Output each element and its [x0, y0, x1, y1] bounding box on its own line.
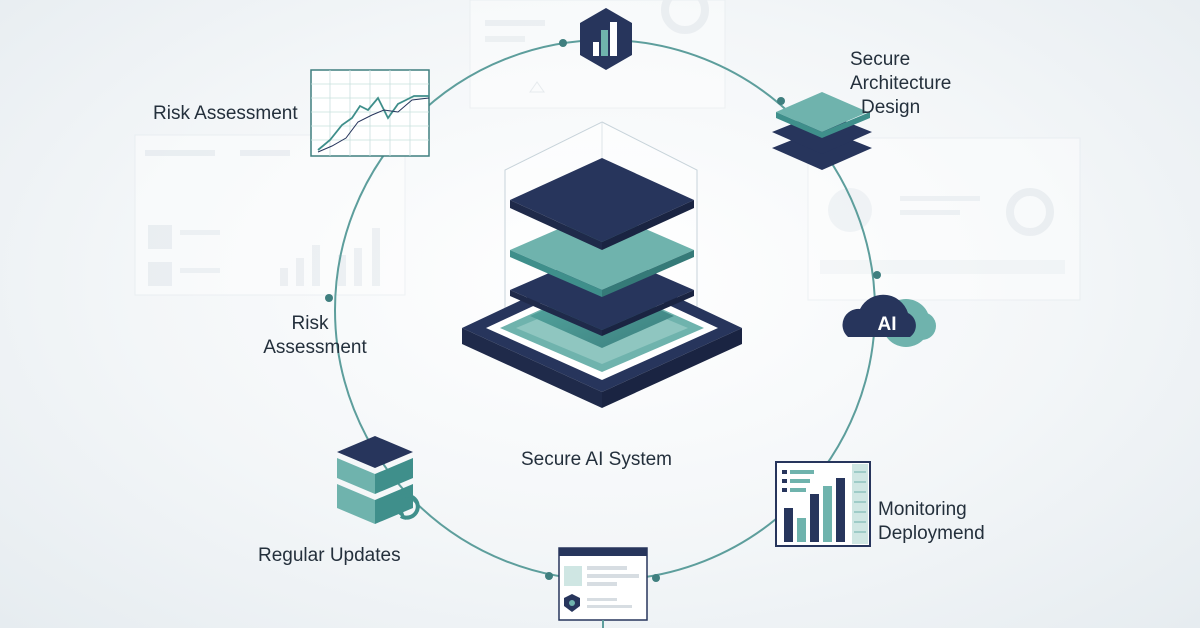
- ring-dot: [652, 574, 660, 582]
- ring-dots: [325, 39, 881, 582]
- label-regular-updates: Regular Updates: [258, 545, 401, 566]
- ai-cloud-icon: AI: [842, 294, 936, 347]
- label-risk-assessment-top: Risk Assessment: [153, 103, 298, 124]
- ring-dot: [559, 39, 567, 47]
- center-label: Secure AI System: [521, 449, 673, 470]
- monitoring-chart-icon: [775, 461, 871, 547]
- label-monitoring: Monitoring Deploymend: [878, 499, 985, 544]
- background-dashboards: [134, 0, 1081, 301]
- label-secure-architecture: Secure Architecture Design: [850, 49, 952, 118]
- layers-icon: [772, 92, 872, 170]
- dashboard-document-icon: [558, 547, 648, 628]
- ring-dot: [545, 572, 553, 580]
- ring-dot: [873, 271, 881, 279]
- update-cube-icon: [337, 436, 420, 524]
- bg-panel-right: [807, 137, 1081, 301]
- ring-dot: [777, 97, 785, 105]
- bg-panel-left: [134, 134, 406, 296]
- hexagon-chart-icon: [580, 8, 632, 70]
- refresh-icon: [396, 493, 420, 520]
- ai-label: AI: [878, 314, 897, 335]
- label-risk-assessment-left: Risk Assessment: [263, 313, 367, 358]
- ring-dot: [325, 294, 333, 302]
- line-chart-icon: [310, 69, 430, 157]
- central-layer-stack: [462, 121, 742, 408]
